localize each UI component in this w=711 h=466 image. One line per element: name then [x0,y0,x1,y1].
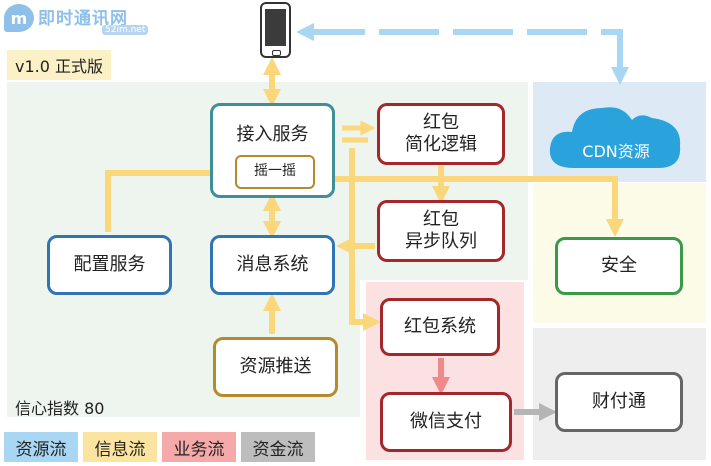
shake-security-flow [320,176,624,237]
cdn-label: CDN资源 [582,142,650,161]
watermark-subtext: 52im.net [102,25,149,35]
security: 安全 [555,237,683,295]
config-access-flow [105,164,231,232]
redpacket-queue: 红包 异步队列 [377,200,505,262]
access-system-flow [349,148,381,331]
tenpay: 财付通 [555,372,683,432]
legend-info-flow: 信息流 [83,432,157,462]
watermark-text: 即时通讯网 [38,9,128,29]
phone-icon [260,2,291,58]
version-label: v1.0 正式版 [7,50,112,80]
legend-business-flow: 业务流 [162,432,236,462]
legend-money-flow: 资金流 [241,432,315,462]
shake-module: 摇一摇 [235,155,315,189]
phone-cdn-flow [296,23,629,85]
legend-resource-flow: 资源流 [4,432,78,462]
message-system: 消息系统 [210,235,335,295]
resource-push: 资源推送 [213,337,338,397]
access-service-label: 接入服务 [236,124,309,145]
redpacket-logic: 红包 简化逻辑 [377,103,505,165]
config-service: 配置服务 [47,235,172,295]
redpacket-system: 红包系统 [380,298,500,356]
watermark-logo: m [4,4,34,32]
wechat-pay: 微信支付 [380,392,512,452]
confidence-label: 信心指数 80 [15,399,105,418]
